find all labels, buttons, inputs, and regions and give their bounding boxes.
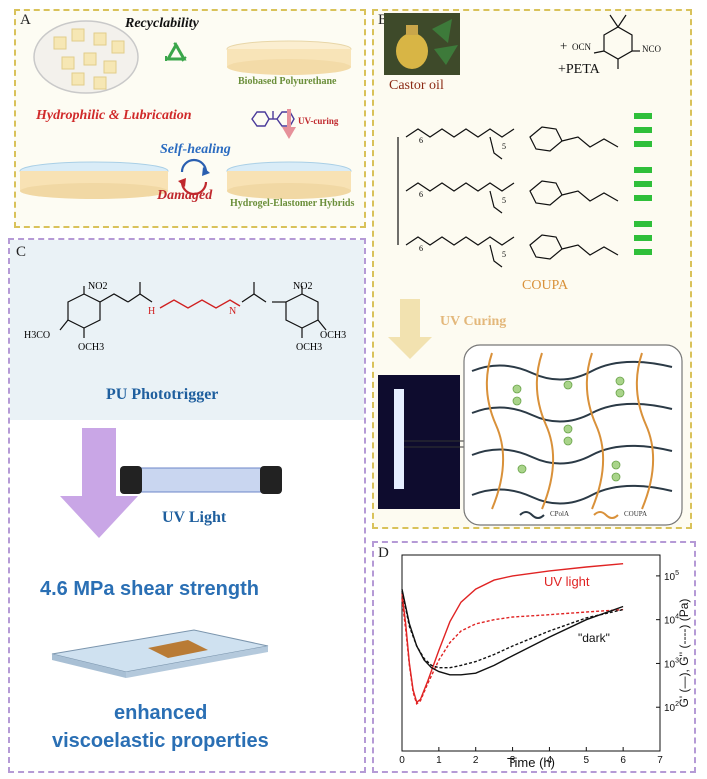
- uv-light-annotation: UV light: [544, 574, 590, 589]
- phototrigger-label: PU Phototrigger: [106, 386, 218, 404]
- recycle-icon: [166, 43, 186, 61]
- chain3-sub-b: 5: [502, 250, 506, 259]
- uv-sample-photo: [378, 375, 460, 509]
- castor-oil-label: Castor oil: [389, 78, 444, 94]
- uv-curing-arrow: [282, 109, 296, 139]
- polyurethane-disc-bottom: [227, 59, 351, 75]
- hybrids-label: Hydrogel-Elastomer Hybrids: [230, 198, 354, 209]
- x-axis-label: Time (h): [507, 755, 555, 770]
- nh-right: N: [229, 306, 236, 317]
- hydrogel-disc-right-bottom: [227, 183, 351, 199]
- enhanced-label: enhanced: [114, 702, 207, 725]
- peta-label: +PETA: [558, 62, 600, 78]
- chain3-sub-a: 6: [419, 244, 423, 253]
- och3-right1: OCH3: [320, 330, 346, 341]
- plus-sign: +: [560, 38, 567, 54]
- uv-light-label: UV Light: [162, 509, 226, 527]
- shear-strength-label: 4.6 MPa shear strength: [40, 578, 259, 601]
- uv-lamp-icon: [120, 466, 282, 494]
- nh-left: H: [148, 306, 155, 317]
- recyclability-label: Recyclability: [125, 16, 199, 32]
- nco-label: NCO: [642, 44, 661, 54]
- series-line-1: [402, 599, 623, 704]
- acrylate-end-groups: [634, 113, 652, 255]
- dark-annotation: "dark": [578, 631, 610, 645]
- legend-cpola-label: CPolA: [550, 510, 569, 518]
- viscoelastic-label: viscoelastic properties: [52, 730, 269, 753]
- x-tick-label: 7: [657, 755, 663, 766]
- biobased-label: Biobased Polyurethane: [238, 76, 336, 87]
- h3co-left: H3CO: [24, 330, 50, 341]
- chain2-sub-b: 5: [502, 196, 506, 205]
- glowing-sample: [394, 389, 404, 489]
- glass-slides-icon: [52, 630, 268, 678]
- no2-left: NO2: [88, 281, 107, 292]
- ocn-label: OCN: [572, 42, 591, 52]
- oil-bottle-neck: [406, 25, 418, 35]
- x-tick-label: 0: [399, 755, 405, 766]
- uv-curing-label: UV-curing: [298, 116, 338, 126]
- legend-coupa-label: COUPA: [624, 510, 647, 518]
- ipdi-molecule: [594, 15, 640, 69]
- hydrophilic-label: Hydrophilic & Lubrication: [36, 108, 192, 124]
- och3-right2: OCH3: [296, 342, 322, 353]
- y-tick-label: 105: [664, 570, 679, 583]
- uv-curing-arrow: [388, 299, 432, 359]
- x-tick-label: 5: [584, 755, 590, 766]
- damaged-label: Damaged: [157, 188, 212, 204]
- no2-right: NO2: [293, 281, 312, 292]
- coupa-structure: [398, 127, 618, 267]
- x-tick-label: 6: [620, 755, 626, 766]
- och3-left: OCH3: [78, 342, 104, 353]
- chain1-sub-b: 5: [502, 142, 506, 151]
- hexyl-linker: [160, 300, 240, 308]
- chain1-sub-a: 6: [419, 136, 423, 145]
- coupa-label: COUPA: [522, 278, 568, 294]
- self-healing-label: Self-healing: [160, 142, 231, 158]
- y-axis-label: G' (—), G'' (----) (Pa): [677, 599, 691, 708]
- x-tick-label: 1: [436, 755, 442, 766]
- uv-curing-b-label: UV Curing: [440, 314, 506, 330]
- x-tick-label: 2: [473, 755, 479, 766]
- oil-bottle-icon: [396, 33, 428, 69]
- panel-c-graphic: [8, 238, 366, 773]
- chain2-sub-a: 6: [419, 190, 423, 199]
- plot-frame: [402, 555, 660, 751]
- hydrogel-disc-left-bottom: [20, 183, 168, 199]
